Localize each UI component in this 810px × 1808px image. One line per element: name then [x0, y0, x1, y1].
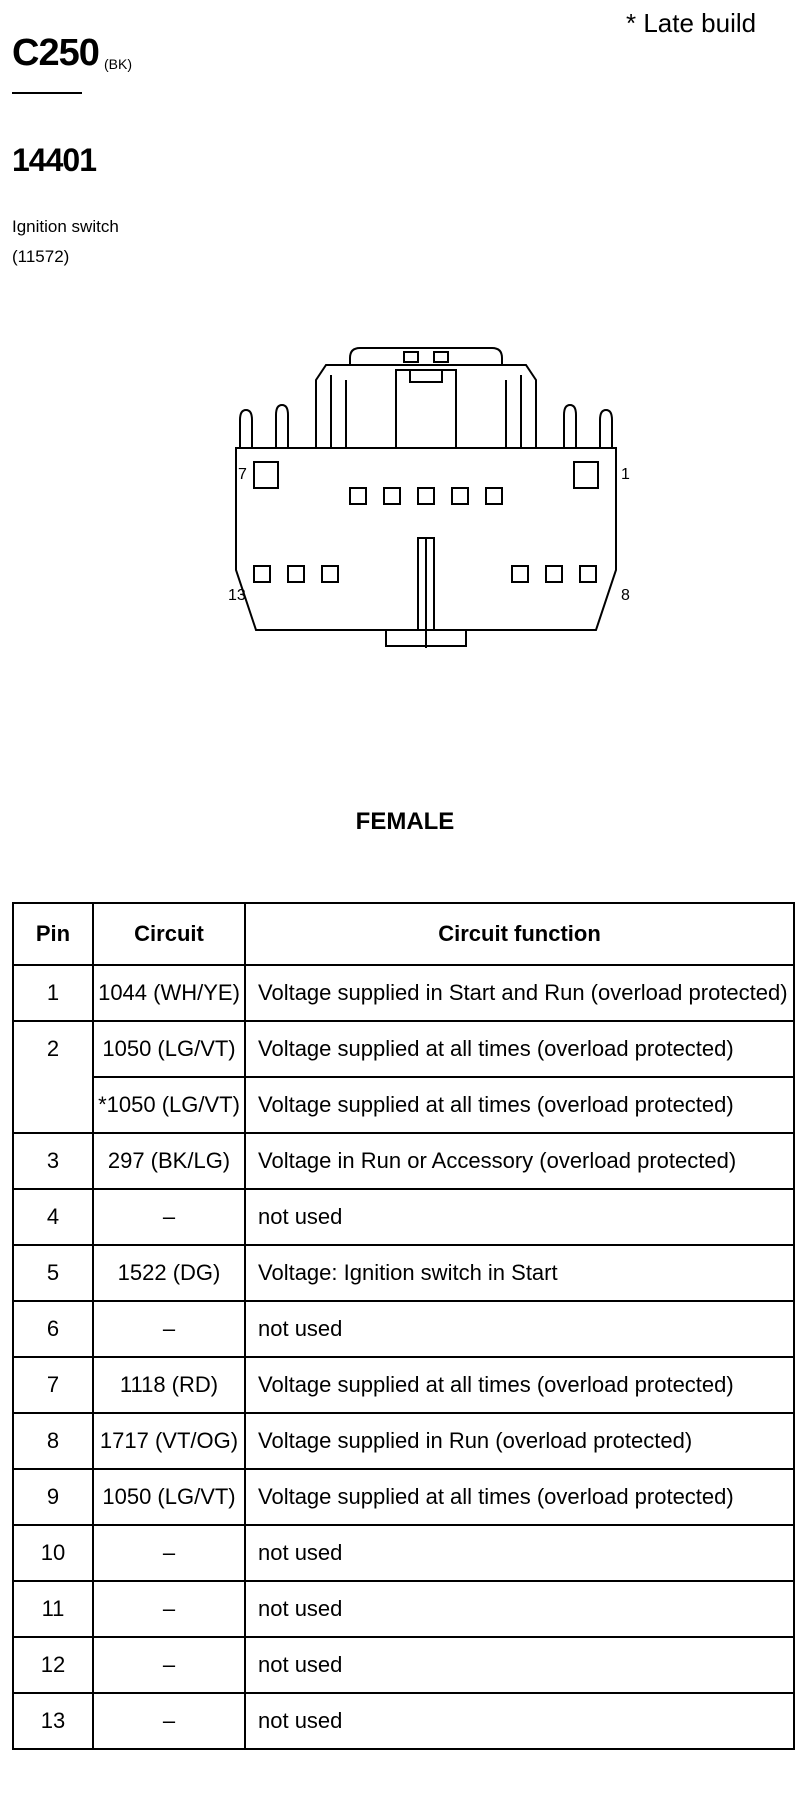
function-cell: Voltage: Ignition switch in Start: [244, 1244, 795, 1302]
pin-cell: 3: [12, 1132, 94, 1190]
table-row: 13 – not used: [12, 1692, 795, 1750]
circuit-cell: –: [92, 1188, 246, 1246]
header-pin: Pin: [12, 902, 94, 966]
pin-cell: 6: [12, 1300, 94, 1358]
pin-table: Pin Circuit Circuit function 1 1044 (WH/…: [12, 902, 795, 1750]
connector-housing: [235, 447, 617, 631]
function-cell: Voltage supplied in Start and Run (overl…: [244, 964, 795, 1022]
circuit-cell: 297 (BK/LG): [92, 1132, 246, 1190]
function-cell: not used: [244, 1300, 795, 1358]
table-row: 8 1717 (VT/OG) Voltage supplied in Run (…: [12, 1412, 795, 1470]
locking-tab: [315, 364, 537, 448]
header-circuit: Circuit: [92, 902, 246, 966]
table-row: 7 1118 (RD) Voltage supplied at all time…: [12, 1356, 795, 1414]
function-cell: Voltage supplied at all times (overload …: [244, 1468, 795, 1526]
pin-label-1: 1: [621, 466, 630, 483]
pin-label-13: 13: [228, 587, 246, 604]
pin-label-7: 7: [238, 466, 247, 483]
function-cell: Voltage in Run or Accessory (overload pr…: [244, 1132, 795, 1190]
function-cell: not used: [244, 1524, 795, 1582]
pin-cell: 4: [12, 1188, 94, 1246]
circuit-cell: 1050 (LG/VT): [92, 1468, 246, 1526]
function-cell: not used: [244, 1188, 795, 1246]
pin-cell: 2: [12, 1020, 94, 1134]
function-cell: not used: [244, 1636, 795, 1694]
table-header-row: Pin Circuit Circuit function: [12, 902, 795, 966]
part-number: 14401: [12, 142, 97, 178]
function-cell: not used: [244, 1692, 795, 1750]
pin-cell: 1: [12, 964, 94, 1022]
circuit-cell: –: [92, 1692, 246, 1750]
pin-cell: 11: [12, 1580, 94, 1638]
function-cell: Voltage supplied at all times (overload …: [244, 1356, 795, 1414]
pin-label-8: 8: [621, 587, 630, 604]
header-function: Circuit function: [244, 902, 795, 966]
table-row: 6 – not used: [12, 1300, 795, 1358]
table-row: 11 – not used: [12, 1580, 795, 1638]
circuit-cell: –: [92, 1580, 246, 1638]
pin-cell: 10: [12, 1524, 94, 1582]
circuit-cell: 1717 (VT/OG): [92, 1412, 246, 1470]
table-row: 12 – not used: [12, 1636, 795, 1694]
pin-cell: 8: [12, 1412, 94, 1470]
circuit-cell: –: [92, 1300, 246, 1358]
circuit-cell: 1044 (WH/YE): [92, 964, 246, 1022]
circuit-cell: 1522 (DG): [92, 1244, 246, 1302]
late-build-note: * Late build: [626, 8, 757, 38]
table-row: 1 1044 (WH/YE) Voltage supplied in Start…: [12, 964, 795, 1022]
function-cell: Voltage supplied at all times (overload …: [244, 1020, 795, 1078]
connector-code: C250: [12, 32, 100, 74]
table-row: 2 1050 (LG/VT) Voltage supplied at all t…: [12, 1020, 795, 1134]
table-row: 4 – not used: [12, 1188, 795, 1246]
circuit-cell: 1050 (LG/VT): [92, 1020, 246, 1078]
circuit-cell: –: [92, 1524, 246, 1582]
pin-cavities: [253, 461, 599, 583]
table-row: 5 1522 (DG) Voltage: Ignition switch in …: [12, 1244, 795, 1302]
connector-gender: FEMALE: [355, 808, 455, 835]
function-cell: Voltage supplied at all times (overload …: [244, 1076, 795, 1134]
circuit-cell: *1050 (LG/VT): [92, 1076, 246, 1134]
pin-cell: 9: [12, 1468, 94, 1526]
pin-cell: 13: [12, 1692, 94, 1750]
circuit-cell: 1118 (RD): [92, 1356, 246, 1414]
table-row: 3 297 (BK/LG) Voltage in Run or Accessor…: [12, 1132, 795, 1190]
pin-cell: 7: [12, 1356, 94, 1414]
table-row: *1050 (LG/VT) Voltage supplied at all ti…: [13, 1076, 795, 1134]
component-description: Ignition switch: [12, 217, 119, 236]
connector-color: (BK): [104, 56, 132, 72]
function-cell: not used: [244, 1580, 795, 1638]
component-description-code: (11572): [12, 247, 70, 266]
table-row: 10 – not used: [12, 1524, 795, 1582]
circuit-cell: –: [92, 1636, 246, 1694]
table-row: 9 1050 (LG/VT) Voltage supplied at all t…: [12, 1468, 795, 1526]
pin-cell: 12: [12, 1636, 94, 1694]
title-underline: [12, 92, 82, 94]
connector-face-diagram: [235, 347, 617, 648]
function-cell: Voltage supplied in Run (overload protec…: [244, 1412, 795, 1470]
pin-cell: 5: [12, 1244, 94, 1302]
